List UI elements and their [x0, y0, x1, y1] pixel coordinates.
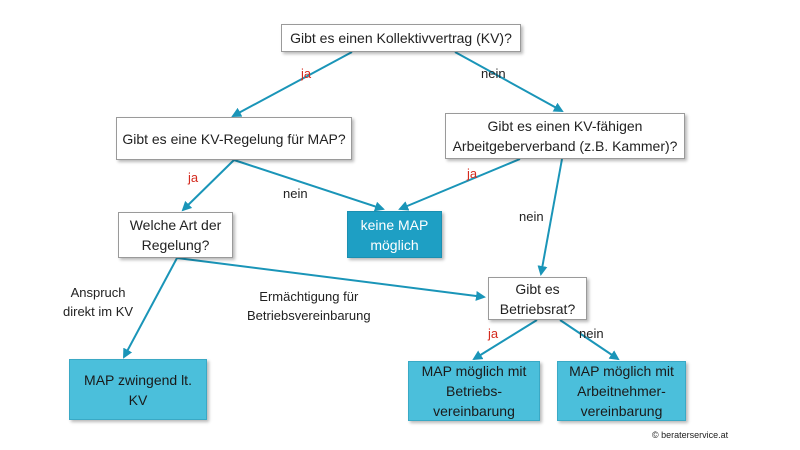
label-rule-yes: ja: [188, 170, 199, 185]
arrow-kv-to-rule: [231, 51, 353, 117]
arrow-rule-to-nomap: [233, 159, 385, 212]
label-direct-claim: Anspruch direkt im KV: [63, 285, 134, 319]
node-works-council-question: Gibt es Betriebsrat?: [488, 277, 587, 320]
label-council-yes: ja: [488, 326, 499, 341]
label-association-no: nein: [519, 209, 544, 224]
label-authorization: Ermächtigung für Betriebsvereinbarung: [247, 289, 371, 323]
node-kv-rule-question: Gibt es eine KV-Regelung für MAP?: [116, 117, 352, 160]
node-rule-type-question: Welche Art der Regelung?: [118, 212, 233, 258]
label-council-no: nein: [579, 326, 604, 341]
copyright-text: © beraterservice.at: [652, 430, 729, 440]
arrow-association-to-nomap: [398, 158, 521, 211]
label-kv-no: nein: [481, 66, 506, 81]
node-map-mandatory: MAP zwingend lt. KV: [69, 359, 207, 420]
label-association-yes: ja: [467, 166, 478, 181]
arrow-type-to-mandatory: [123, 257, 178, 359]
label-rule-no: nein: [283, 186, 308, 201]
arrow-council-to-employee-agreement: [559, 319, 620, 361]
node-employer-association-question: Gibt es einen KV-fähigen Arbeitgeberverb…: [445, 113, 685, 159]
arrow-type-to-council: [176, 257, 486, 301]
node-no-map: keine MAP möglich: [347, 211, 442, 258]
node-map-works-agreement: MAP möglich mit Betriebs- vereinbarung: [408, 361, 540, 421]
arrow-association-to-council: [537, 158, 563, 276]
node-kv-question: Gibt es einen Kollektivvertrag (KV)?: [281, 24, 521, 52]
label-kv-yes: ja: [301, 66, 312, 81]
arrow-council-to-works-agreement: [472, 319, 538, 361]
node-map-employee-agreement: MAP möglich mit Arbeitnehmer- vereinbaru…: [557, 361, 686, 421]
arrow-kv-to-association: [454, 51, 564, 112]
arrow-rule-to-type: [181, 159, 235, 212]
